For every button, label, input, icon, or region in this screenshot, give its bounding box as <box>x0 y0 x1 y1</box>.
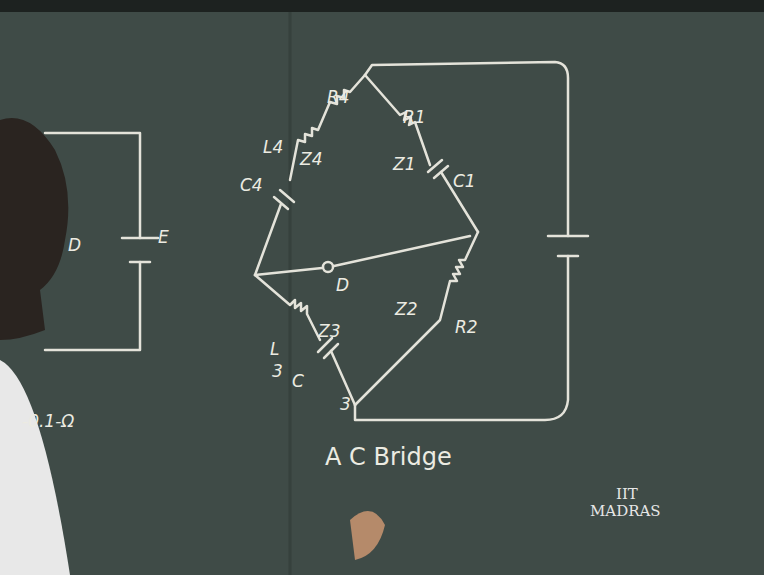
wire <box>355 62 568 420</box>
component-label: R1 <box>403 108 426 127</box>
resistor-symbol <box>365 75 430 165</box>
watermark: MADRAS <box>590 503 661 520</box>
watermark: IIT <box>616 486 638 503</box>
board-frame <box>0 0 764 12</box>
battery-symbol <box>122 237 158 240</box>
component-label: D <box>68 236 81 255</box>
component-label: D <box>336 276 349 295</box>
wire <box>255 204 281 275</box>
resistor-inductor-arm <box>290 75 365 180</box>
component-label: -0.1-Ω <box>22 412 74 431</box>
capacitor-symbol <box>280 190 294 202</box>
component-label: R4 <box>327 88 350 107</box>
component-label: Z2 <box>395 300 417 319</box>
caption: A C Bridge <box>325 444 452 470</box>
component-label: C1 <box>453 172 476 191</box>
component-label: C <box>292 372 304 391</box>
component-label: 3 <box>272 362 283 381</box>
component-label: Z4 <box>300 150 322 169</box>
wire <box>255 268 322 275</box>
component-label: R2 <box>455 318 478 337</box>
lecturer-shirt <box>0 360 70 575</box>
capacitor-symbol <box>428 160 442 172</box>
wire <box>441 172 478 232</box>
inductor-symbol <box>255 275 320 340</box>
wire <box>334 236 470 266</box>
lecturer-head <box>0 118 68 340</box>
component-label: C4 <box>240 176 263 195</box>
detector-symbol <box>323 262 333 272</box>
component-label: Z3 <box>318 322 340 341</box>
battery-symbol <box>130 261 150 264</box>
component-label: L4 <box>263 138 283 157</box>
board-seam <box>289 12 292 575</box>
component-label: Z1 <box>393 155 415 174</box>
battery-symbol <box>558 255 578 258</box>
component-label: L <box>270 340 279 359</box>
component-label: E <box>158 228 169 247</box>
component-label: 3 <box>340 395 351 414</box>
battery-symbol <box>548 235 588 238</box>
lecturer-hand <box>350 511 385 560</box>
